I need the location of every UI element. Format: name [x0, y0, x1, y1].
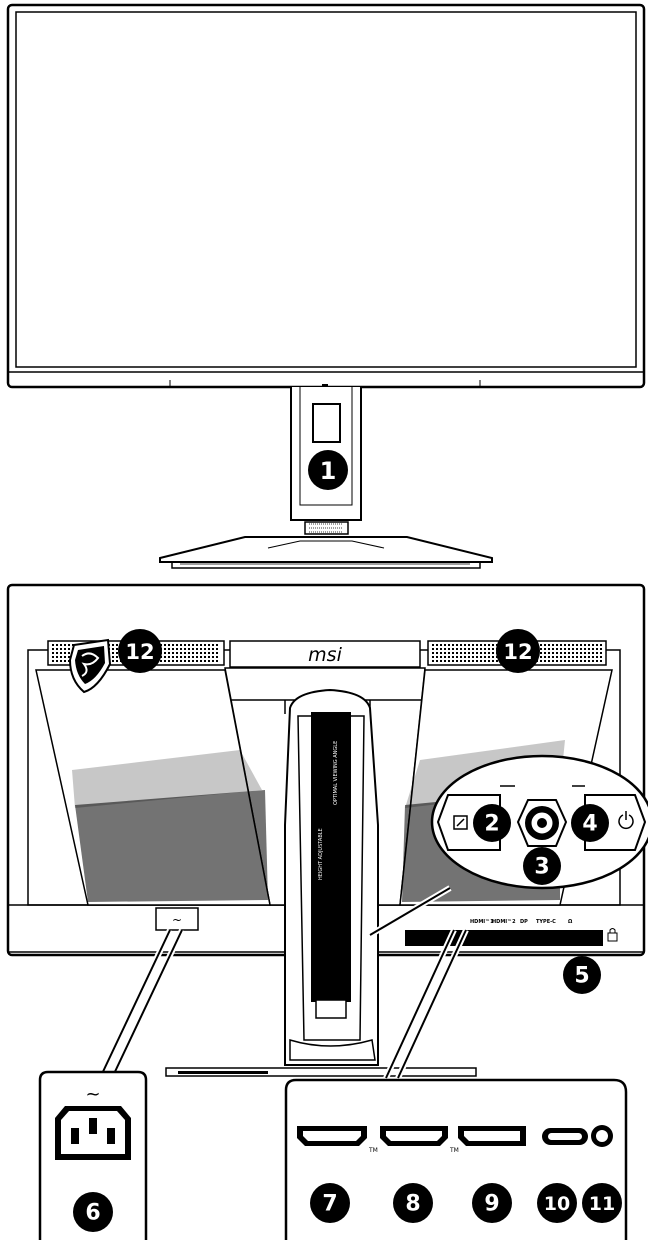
ac-inlet-icon [55, 1106, 131, 1160]
callout-number: 2 [484, 812, 499, 837]
callout-number: 12 [125, 640, 154, 664]
port-label-typec: TYPE-C [536, 919, 556, 925]
port-label-hdmi1: HDMI™1 [470, 919, 494, 925]
ports-detail: TM TM 7 8 9 [284, 1078, 628, 1240]
callout-badge: 6 [73, 1192, 113, 1232]
callout-badge: 1 [308, 450, 348, 490]
tm-mark: TM [368, 1147, 378, 1154]
rear-view: msi ~ HDMI™1 HDMI™2 DP TYPE-C Ω [6, 583, 648, 1080]
callout-badge: 3 [523, 847, 561, 885]
callout-badge: 12 [496, 629, 540, 673]
power-symbol: ~ [172, 913, 182, 927]
rear-power-inlet: ~ [155, 907, 199, 931]
power-detail: ~ 6 [38, 1070, 148, 1240]
callout-badge: 12 [118, 629, 162, 673]
ac-symbol: ~ [85, 1084, 100, 1105]
audio-jack-icon [591, 1125, 613, 1147]
leader-lines [97, 885, 469, 1080]
dragon-shield-icon [68, 638, 112, 694]
callout-number: 8 [405, 1192, 420, 1217]
callout-badge: 10 [537, 1183, 577, 1223]
callout-number: 9 [484, 1192, 499, 1217]
callout-number: 11 [589, 1193, 615, 1215]
callout-badge: 5 [563, 956, 601, 994]
hdmi-port-icon: TM [297, 1126, 378, 1154]
callout-badge: 11 [582, 1183, 622, 1223]
callout-badge: 9 [472, 1183, 512, 1223]
callout-badge: 7 [310, 1183, 350, 1223]
tm-mark: TM [449, 1147, 459, 1154]
front-view: 1 [6, 3, 646, 569]
callout-number: 6 [85, 1201, 100, 1226]
usb-c-port-icon [542, 1128, 588, 1145]
stand-label-viewing: OPTIMAL VIEWING ANGLE [333, 741, 339, 805]
hdmi-port-icon: TM [380, 1126, 459, 1154]
brand-logo: msi [308, 644, 342, 666]
callout-number: 7 [322, 1192, 337, 1217]
port-label-dp: DP [520, 919, 528, 925]
callout-badge: 2 [473, 804, 511, 842]
stand-rear: HEIGHT ADJUSTABLE OPTIMAL VIEWING ANGLE [284, 688, 379, 1066]
lock-icon [607, 928, 618, 942]
stand-front [159, 387, 493, 569]
stand-label-height: HEIGHT ADJUSTABLE [318, 828, 324, 880]
monitor-panel-front [6, 3, 646, 389]
msi-mode-icon [453, 815, 468, 830]
callout-number: 5 [574, 964, 589, 989]
callout-badge: 4 [571, 804, 609, 842]
callout-number: 10 [544, 1193, 570, 1215]
callout-number: 12 [503, 640, 532, 664]
power-icon [618, 811, 634, 830]
brand-plate: msi [229, 640, 421, 668]
stand-base-rear [165, 1067, 477, 1077]
callout-number: 1 [320, 457, 337, 485]
callout-number: 4 [582, 812, 597, 837]
navi-key-icon [516, 799, 568, 847]
stand-label: HEIGHT ADJUSTABLE OPTIMAL VIEWING ANGLE [318, 741, 339, 880]
port-label-hdmi2: HDMI™2 [492, 919, 516, 925]
callout-number: 3 [534, 855, 549, 880]
callout-badge: 8 [393, 1183, 433, 1223]
displayport-icon [458, 1126, 526, 1146]
port-label-audio: Ω [568, 919, 573, 925]
